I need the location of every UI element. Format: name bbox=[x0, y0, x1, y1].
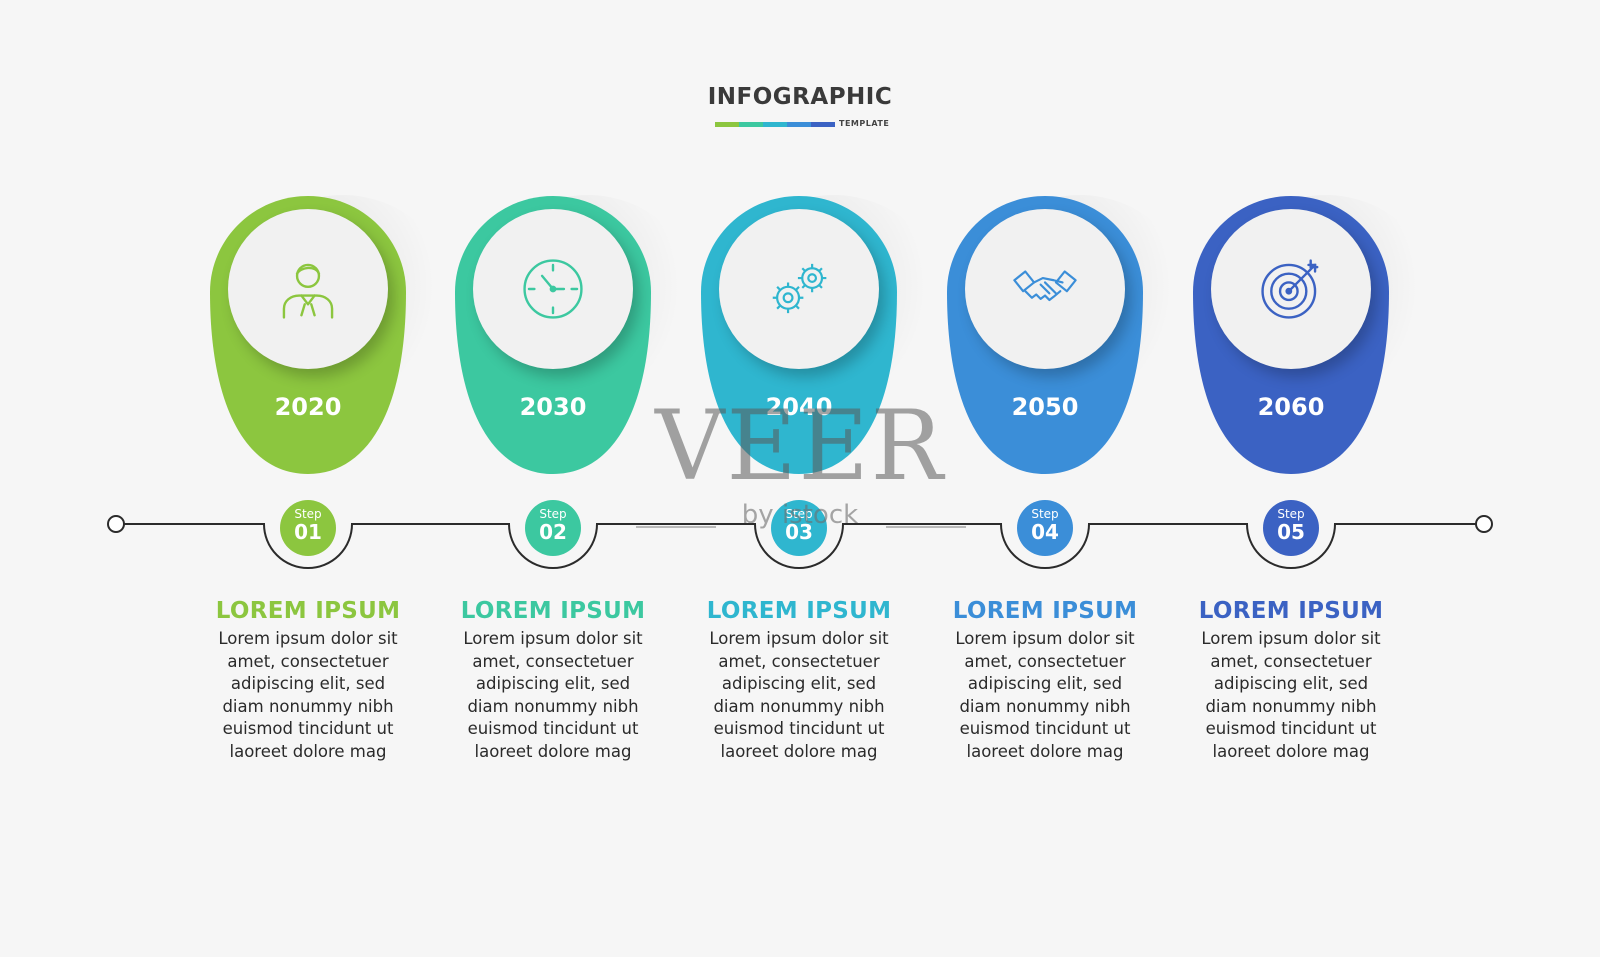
step-description-line: Lorem ipsum dolor sit bbox=[709, 629, 889, 648]
step-description-line: Lorem ipsum dolor sit bbox=[463, 629, 643, 648]
target-icon bbox=[1256, 254, 1326, 324]
title-underline-segment bbox=[787, 122, 811, 127]
step-heading: LOREM IPSUM bbox=[952, 598, 1138, 624]
step-label: Step bbox=[539, 507, 567, 521]
watermark-rule-left bbox=[636, 526, 716, 528]
step-heading: LOREM IPSUM bbox=[1198, 598, 1384, 624]
title-underline-segment bbox=[739, 122, 763, 127]
icon-circle bbox=[228, 209, 388, 369]
icon-circle bbox=[719, 209, 879, 369]
timeline-start-node bbox=[107, 515, 125, 533]
watermark-rule-right bbox=[886, 526, 966, 528]
step-heading: LOREM IPSUM bbox=[706, 598, 892, 624]
icon-circle bbox=[473, 209, 633, 369]
step-year: 2020 bbox=[274, 393, 342, 421]
handshake-icon bbox=[1010, 254, 1080, 324]
title-underline-segment bbox=[763, 122, 787, 127]
step-number: 04 bbox=[1031, 520, 1059, 544]
watermark: VEER bbox=[655, 390, 945, 502]
step-description: Lorem ipsum dolor sit amet, consectetuer a… bbox=[443, 628, 663, 763]
step-description-line: adipiscing elit, sed bbox=[230, 674, 386, 693]
step-description-line: euismod tincidunt ut bbox=[222, 719, 394, 738]
step-heading: LOREM IPSUM bbox=[460, 598, 646, 624]
step-description-line: laoreet dolore mag bbox=[720, 741, 878, 761]
step-label: Step bbox=[785, 507, 813, 521]
step-description-line: adipiscing elit, sed bbox=[1213, 674, 1369, 693]
step-number: 03 bbox=[785, 520, 813, 544]
step-description-line: amet, consectetuer bbox=[1210, 651, 1372, 671]
step-description-line: Lorem ipsum dolor sit bbox=[1201, 629, 1381, 648]
step-description-line: diam nonummy nibh bbox=[1205, 696, 1377, 716]
step-description-line: euismod tincidunt ut bbox=[467, 719, 639, 738]
step-number: 02 bbox=[539, 520, 567, 544]
step-description-line: adipiscing elit, sed bbox=[475, 674, 631, 693]
timeline-end-node bbox=[1475, 515, 1493, 533]
clock-icon bbox=[518, 254, 588, 324]
step-description-line: diam nonummy nibh bbox=[467, 696, 639, 716]
title-underline-segment bbox=[715, 122, 739, 127]
step-description-line: euismod tincidunt ut bbox=[713, 719, 885, 738]
step-description-line: amet, consectetuer bbox=[227, 651, 389, 671]
step-label: Step bbox=[294, 507, 322, 521]
step-description-line: adipiscing elit, sed bbox=[721, 674, 877, 693]
step-description-line: amet, consectetuer bbox=[964, 651, 1126, 671]
step-number: 05 bbox=[1277, 520, 1305, 544]
step-description-line: euismod tincidunt ut bbox=[1205, 719, 1377, 738]
page-title: INFOGRAPHIC bbox=[707, 84, 893, 110]
step-description-line: laoreet dolore mag bbox=[966, 741, 1124, 761]
step-description-line: diam nonummy nibh bbox=[713, 696, 885, 716]
step-description-line: amet, consectetuer bbox=[718, 651, 880, 671]
step-description: Lorem ipsum dolor sit amet, consectetuer a… bbox=[935, 628, 1155, 763]
step-year: 2030 bbox=[519, 393, 587, 421]
step-description: Lorem ipsum dolor sit amet, consectetuer a… bbox=[1181, 628, 1401, 763]
icon-circle bbox=[965, 209, 1125, 369]
step-description-line: Lorem ipsum dolor sit bbox=[955, 629, 1135, 648]
step-label: Step bbox=[1277, 507, 1305, 521]
step-description-line: diam nonummy nibh bbox=[222, 696, 394, 716]
watermark-subtext: by istock bbox=[741, 500, 859, 530]
step-description-line: Lorem ipsum dolor sit bbox=[218, 629, 398, 648]
icon-circle bbox=[1211, 209, 1371, 369]
step-description-line: amet, consectetuer bbox=[472, 651, 634, 671]
step-year: 2040 bbox=[765, 393, 833, 421]
gears-icon bbox=[764, 254, 834, 324]
step-description-line: laoreet dolore mag bbox=[474, 741, 632, 761]
step-description-line: euismod tincidunt ut bbox=[959, 719, 1131, 738]
step-description-line: adipiscing elit, sed bbox=[967, 674, 1123, 693]
step-description-line: laoreet dolore mag bbox=[229, 741, 387, 761]
step-number: 01 bbox=[294, 520, 322, 544]
step-description: Lorem ipsum dolor sit amet, consectetuer a… bbox=[198, 628, 418, 763]
page-subtitle: TEMPLATE bbox=[839, 119, 890, 128]
step-description: Lorem ipsum dolor sit amet, consectetuer a… bbox=[689, 628, 909, 763]
step-year: 2060 bbox=[1257, 393, 1325, 421]
step-heading: LOREM IPSUM bbox=[215, 598, 401, 624]
step-description-line: diam nonummy nibh bbox=[959, 696, 1131, 716]
step-label: Step bbox=[1031, 507, 1059, 521]
step-year: 2050 bbox=[1011, 393, 1079, 421]
step-description-line: laoreet dolore mag bbox=[1212, 741, 1370, 761]
title-underline-segment bbox=[811, 122, 835, 127]
person-icon bbox=[273, 254, 343, 324]
